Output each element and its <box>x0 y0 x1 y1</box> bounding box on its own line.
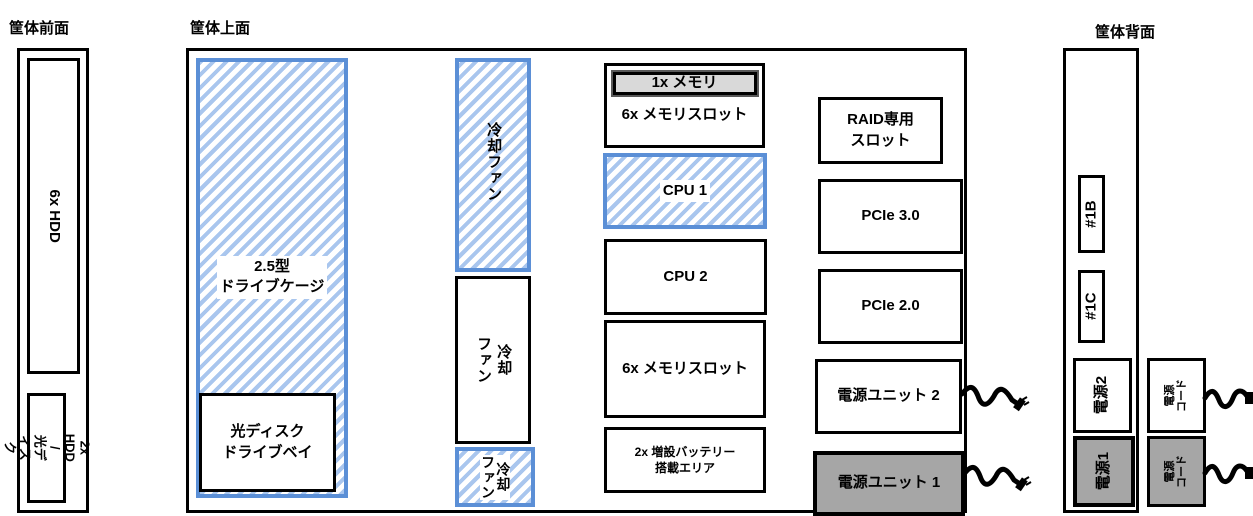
back-slot-1b: #1B <box>1078 175 1105 253</box>
back-cord-upper-label: 電源 コード <box>1163 379 1188 412</box>
pcie2-slot-label: PCIe 2.0 <box>861 297 920 315</box>
fan-top: 冷却ファン <box>455 58 531 272</box>
pcie3-slot-label: PCIe 3.0 <box>861 207 920 225</box>
psu2-power-cord-icon <box>959 385 1030 412</box>
psu1-power-cord-icon <box>961 465 1032 492</box>
psu2-label: 電源ユニット 2 <box>837 387 940 405</box>
pcie3-slot: PCIe 3.0 <box>818 179 963 254</box>
cpu1: CPU 1 <box>603 153 767 229</box>
psu1-label: 電源ユニット 1 <box>837 474 941 492</box>
psu1: 電源ユニット 1 <box>813 451 965 516</box>
memory-module: 1x メモリ <box>610 70 759 97</box>
back-cord-lower-label: 電源 コード <box>1163 455 1188 488</box>
back-psu2: 電源2 <box>1073 358 1132 433</box>
back-slot-1c: #1C <box>1078 270 1105 343</box>
cpu1-label: CPU 1 <box>659 179 711 203</box>
pcie2-slot: PCIe 2.0 <box>818 269 963 344</box>
memory-module-label: 1x メモリ <box>651 74 718 92</box>
drive-cage-label: 2.5型 ドライブケージ <box>216 256 328 299</box>
back-cord-upper: 電源 コード <box>1147 358 1206 433</box>
front-title: 筐体前面 <box>9 20 70 37</box>
front-hdd-bay: 6x HDD <box>27 58 80 374</box>
back-upper-power-cord-icon <box>1202 388 1253 409</box>
raid-slot: RAID専用 スロット <box>818 97 943 164</box>
back-psu1-label: 電源1 <box>1094 452 1112 491</box>
optical-drive-bay-label: 光ディスク ドライブベイ <box>222 423 313 461</box>
fan-bottom: 冷却 ファン <box>455 447 535 507</box>
back-title: 筐体背面 <box>1095 24 1156 41</box>
optical-drive-bay: 光ディスク ドライブベイ <box>199 393 336 492</box>
psu2: 電源ユニット 2 <box>815 359 962 434</box>
cpu2-label: CPU 2 <box>663 267 708 285</box>
back-slot-1b-label: #1B <box>1082 200 1100 228</box>
front-small-bay-label: 2x HDD / 光ディスク <box>2 433 93 463</box>
memory-slots-bottom-label: 6x メモリスロット <box>622 359 748 377</box>
front-hdd-bay-label: 6x HDD <box>45 189 63 243</box>
battery-area-label: 2x 増設バッテリー 搭載エリア <box>634 444 736 475</box>
memory-slots-top-label: 6x メモリスロット <box>621 106 748 123</box>
back-psu1: 電源1 <box>1073 436 1135 507</box>
fan-middle: 冷却 ファン <box>455 276 531 444</box>
top-title: 筐体上面 <box>190 20 251 37</box>
fan-bottom-label: 冷却 ファン <box>479 454 512 500</box>
back-slot-1c-label: #1C <box>1082 292 1100 321</box>
raid-slot-label: RAID専用 スロット <box>847 111 914 149</box>
front-small-bay: 2x HDD / 光ディスク <box>3 393 92 503</box>
back-psu2-label: 電源2 <box>1093 376 1111 415</box>
battery-area: 2x 増設バッテリー 搭載エリア <box>604 427 766 493</box>
memory-slots-bottom: 6x メモリスロット <box>604 320 766 418</box>
fan-top-label: 冷却ファン <box>485 122 503 202</box>
back-lower-power-cord-icon <box>1202 463 1253 484</box>
back-cord-lower: 電源 コード <box>1147 436 1206 507</box>
memory-slots-top: 1x メモリ 6x メモリスロット <box>604 63 765 148</box>
fan-middle-label: 冷却 ファン <box>475 336 513 384</box>
cpu2: CPU 2 <box>604 239 767 315</box>
